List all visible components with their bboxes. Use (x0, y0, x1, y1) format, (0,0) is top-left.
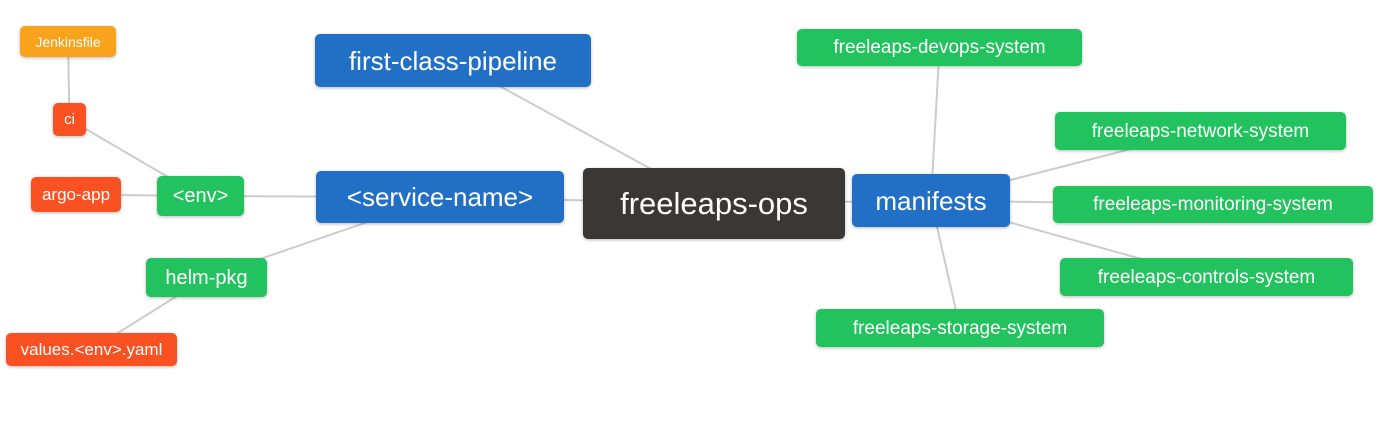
node-manifests[interactable]: manifests (852, 174, 1010, 227)
node-storage[interactable]: freeleaps-storage-system (816, 309, 1104, 347)
node-controls[interactable]: freeleaps-controls-system (1060, 258, 1353, 296)
node-service[interactable]: <service-name> (316, 171, 564, 223)
node-network[interactable]: freeleaps-network-system (1055, 112, 1346, 150)
node-monitoring[interactable]: freeleaps-monitoring-system (1053, 186, 1373, 223)
node-pipeline[interactable]: first-class-pipeline (315, 34, 591, 87)
node-devops[interactable]: freeleaps-devops-system (797, 29, 1082, 66)
node-ops[interactable]: freeleaps-ops (583, 168, 845, 239)
node-argo-app[interactable]: argo-app (31, 177, 121, 212)
node-helm-pkg[interactable]: helm-pkg (146, 258, 267, 297)
node-env[interactable]: <env> (157, 176, 244, 216)
node-ci[interactable]: ci (53, 103, 86, 136)
node-jenkinsfile[interactable]: Jenkinsfile (20, 26, 116, 57)
node-values-yaml[interactable]: values.<env>.yaml (6, 333, 177, 366)
